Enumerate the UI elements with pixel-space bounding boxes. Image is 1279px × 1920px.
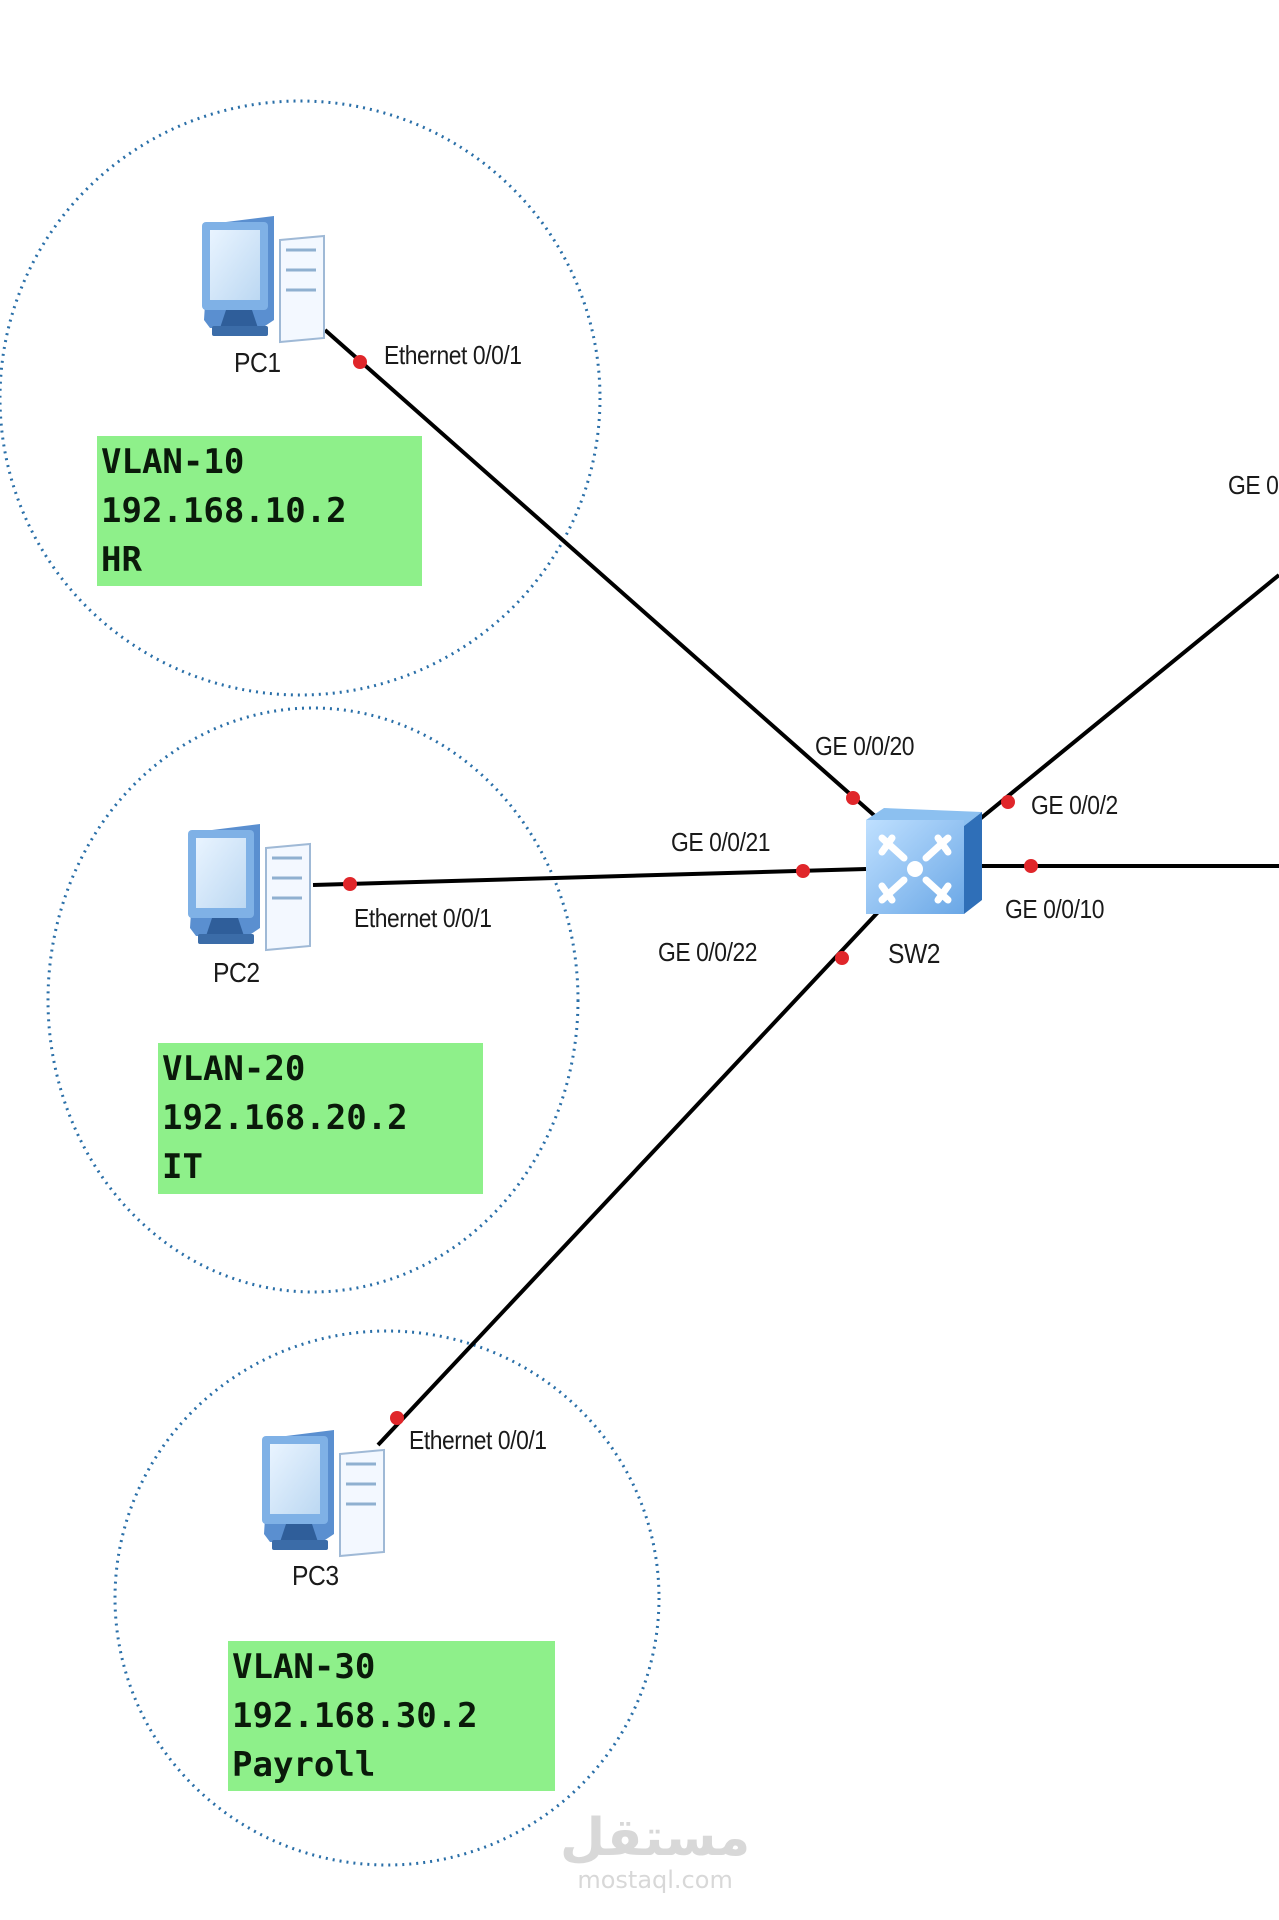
pc1-label: PC1 (234, 347, 281, 378)
watermark: مستقل mostaql.com (560, 1810, 750, 1894)
pc-icon[interactable] (262, 1430, 385, 1558)
ip-address: 192.168.10.2 (101, 491, 347, 531)
ip-address: 192.168.30.2 (232, 1696, 478, 1736)
port-dot-ge0020 (846, 791, 860, 805)
switch-port-ge002-label: GE 0/0/2 (1031, 790, 1118, 820)
port-dot-ge0010 (1024, 859, 1038, 873)
link-pc1-sw2 (323, 328, 878, 819)
pc3-port-label: Ethernet 0/0/1 (409, 1425, 547, 1455)
switch-label: SW2 (888, 938, 941, 969)
link-pc2-sw2 (312, 867, 867, 887)
pc-icon[interactable] (202, 216, 325, 344)
link-pc3-sw2 (376, 908, 882, 1447)
vlan-id: VLAN-20 (162, 1049, 306, 1089)
port-dot-pc3 (390, 1411, 404, 1425)
vlan-30-group-circle (113, 1329, 661, 1867)
vlan-10-info-box: VLAN-10 192.168.10.2 HR (97, 436, 422, 586)
remote-port-label: GE 0 (1228, 470, 1279, 500)
pc3-label: PC3 (292, 1560, 339, 1591)
ip-address: 192.168.20.2 (162, 1098, 408, 1138)
switch-port-ge0021-label: GE 0/0/21 (671, 827, 771, 857)
port-dot-ge002 (1001, 795, 1015, 809)
link-sw2-uplink-ge002 (973, 573, 1279, 825)
watermark-site: mostaql.com (577, 1866, 733, 1894)
watermark-arabic: مستقل (560, 1808, 751, 1868)
vlan-id: VLAN-10 (101, 442, 245, 482)
switch-port-ge0022-label: GE 0/0/22 (658, 937, 758, 967)
vlan-id: VLAN-30 (232, 1647, 376, 1687)
port-dot-pc1 (353, 355, 367, 369)
vlan-20-group-circle (46, 706, 580, 1294)
switch-port-ge0020-label: GE 0/0/20 (815, 731, 915, 761)
port-dot-ge0022 (835, 951, 849, 965)
switch-port-ge0010-label: GE 0/0/10 (1005, 894, 1105, 924)
port-dot-ge0021 (796, 864, 810, 878)
vlan-20-info-box: VLAN-20 192.168.20.2 IT (158, 1043, 483, 1194)
pc1-port-label: Ethernet 0/0/1 (384, 340, 522, 370)
department: IT (162, 1147, 203, 1187)
pc-icon[interactable] (188, 824, 311, 952)
port-dot-pc2 (343, 877, 357, 891)
pc2-port-label: Ethernet 0/0/1 (354, 903, 492, 933)
pc2-label: PC2 (213, 957, 260, 988)
department: Payroll (232, 1745, 376, 1785)
vlan-10-group-circle (0, 99, 602, 697)
department: HR (101, 540, 142, 580)
layer3-switch-icon[interactable] (866, 808, 982, 914)
vlan-30-info-box: VLAN-30 192.168.30.2 Payroll (228, 1641, 555, 1791)
